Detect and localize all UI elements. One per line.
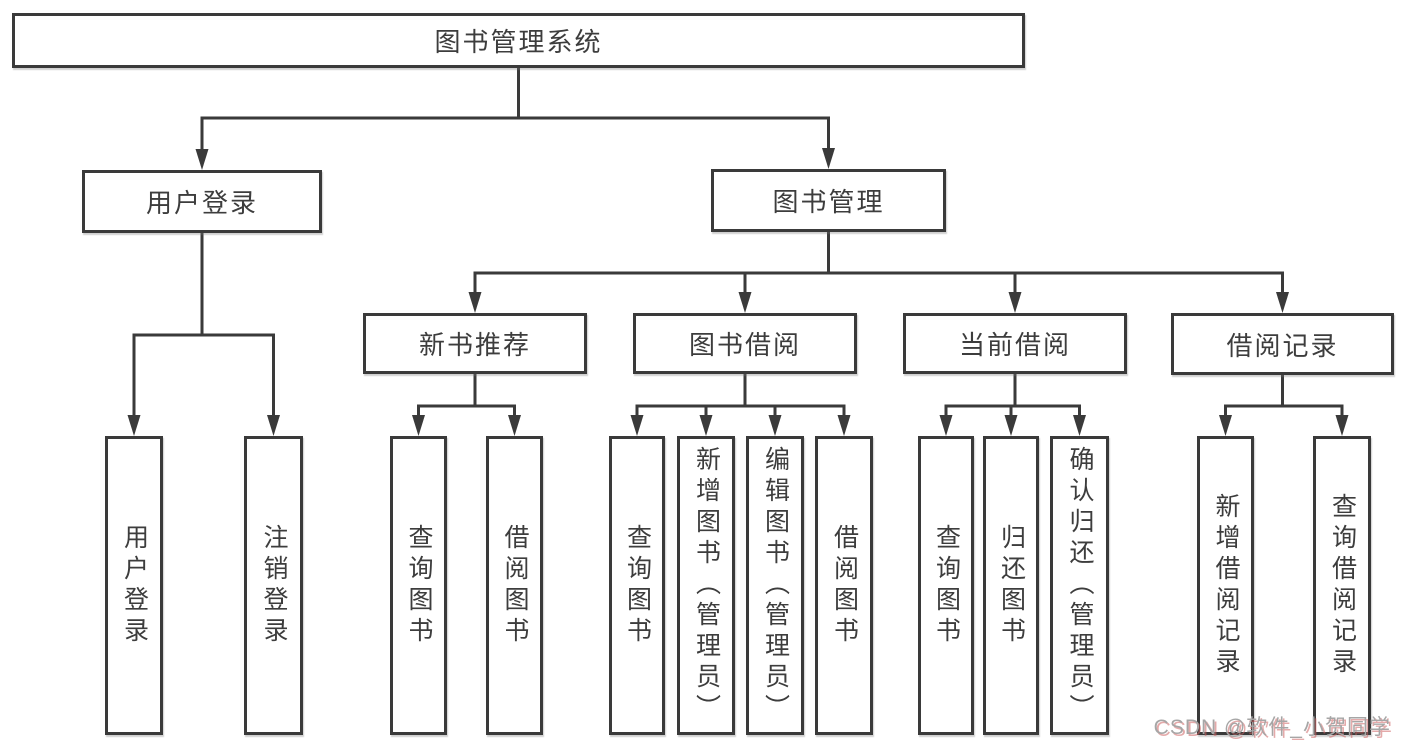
arrowhead-icon [738, 292, 752, 313]
node-book-borrow: 图书借阅 [633, 313, 857, 374]
arrowhead-icon [768, 415, 782, 436]
arrowhead-icon [267, 415, 280, 436]
node-borrow-records: 借阅记录 [1171, 313, 1394, 375]
arrowhead-icon [1276, 292, 1289, 313]
node-v-add-record: 新增借阅记录 [1197, 436, 1254, 735]
arrowhead-icon [127, 415, 141, 436]
arrowhead-icon [1073, 415, 1086, 436]
arrowhead-icon [1219, 415, 1232, 436]
node-new-book-rec: 新书推荐 [363, 313, 587, 374]
arrowhead-icon [1335, 415, 1349, 436]
arrowhead-icon [630, 415, 644, 436]
arrowhead-icon [822, 148, 835, 169]
node-v-add-book: 新增图书（管理员） [677, 436, 735, 735]
node-v-query-book-1: 查询图书 [390, 436, 447, 735]
arrowhead-icon [699, 415, 713, 436]
csdn-watermark: CSDN @软件_小贺同学 [1153, 716, 1391, 739]
arrowhead-icon [412, 415, 425, 436]
node-v-user-login: 用户登录 [105, 436, 163, 735]
arrowhead-icon [1008, 292, 1022, 313]
node-v-confirm-return: 确认归还（管理员） [1050, 436, 1109, 735]
arrowhead-icon [939, 415, 953, 436]
node-v-edit-book: 编辑图书（管理员） [746, 436, 804, 735]
node-book-mgmt: 图书管理 [711, 169, 946, 232]
node-v-return-book: 归还图书 [983, 436, 1039, 735]
node-user-login: 用户登录 [82, 170, 322, 233]
node-root: 图书管理系统 [12, 13, 1025, 68]
node-v-borrow-book-1: 借阅图书 [486, 436, 543, 735]
arrowhead-icon [837, 415, 851, 436]
node-current-borrow: 当前借阅 [903, 313, 1127, 374]
arrowhead-icon [508, 415, 521, 436]
node-v-logout: 注销登录 [244, 436, 303, 735]
arrowhead-icon [195, 149, 209, 170]
node-v-query-book-2: 查询图书 [609, 436, 665, 735]
node-v-query-record: 查询借阅记录 [1313, 436, 1371, 735]
arrowhead-icon [468, 292, 482, 313]
arrowhead-icon [1004, 415, 1018, 436]
node-v-query-book-3: 查询图书 [918, 436, 974, 735]
node-v-borrow-book-2: 借阅图书 [815, 436, 873, 735]
